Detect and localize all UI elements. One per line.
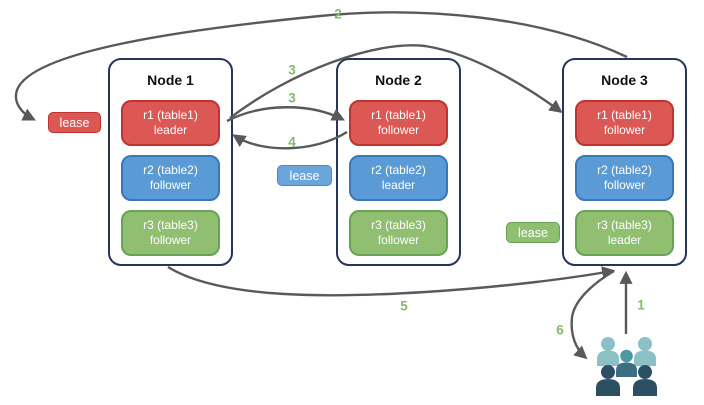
replica-role: follower — [603, 123, 646, 137]
lease-badge-blue: lease — [277, 165, 332, 186]
arrow-3-node1-to-node2 — [226, 106, 345, 123]
people-group-icon — [596, 337, 657, 396]
replica-name: r2 (table2) — [143, 162, 198, 177]
replica-name: r3 (table3) — [597, 217, 652, 232]
replica-role: follower — [377, 123, 420, 137]
node-2-replica-r1: r1 (table1) follower — [349, 100, 448, 146]
replica-name: r1 (table1) — [597, 107, 652, 122]
step-label-5: 5 — [400, 298, 408, 314]
step-label-1: 1 — [637, 297, 645, 313]
node-1-replica-r3: r3 (table3) follower — [121, 210, 220, 256]
replica-role: follower — [149, 233, 192, 247]
node-1: Node 1 r1 (table1) leader r2 (table2) fo… — [108, 58, 233, 266]
step-label-3a: 3 — [288, 62, 296, 78]
replica-name: r2 (table2) — [597, 162, 652, 177]
node-2-replica-r2: r2 (table2) leader — [349, 155, 448, 201]
node-1-replica-r2: r2 (table2) follower — [121, 155, 220, 201]
node-1-title: Node 1 — [147, 72, 194, 88]
replica-role: leader — [381, 178, 416, 192]
step-label-6: 6 — [556, 322, 564, 338]
node-3-replica-r1: r1 (table1) follower — [575, 100, 674, 146]
node-3-replica-r2: r2 (table2) follower — [575, 155, 674, 201]
replica-role: leader — [607, 233, 642, 247]
replica-role: leader — [153, 123, 188, 137]
replica-name: r1 (table1) — [143, 107, 198, 122]
node-1-replica-r1: r1 (table1) leader — [121, 100, 220, 146]
node-2: Node 2 r1 (table1) follower r2 (table2) … — [336, 58, 461, 266]
node-2-title: Node 2 — [375, 72, 422, 88]
node-3-title: Node 3 — [601, 72, 648, 88]
arrow-5-node1-to-node3 — [167, 265, 616, 297]
replica-name: r1 (table1) — [371, 107, 426, 122]
replica-name: r2 (table2) — [371, 162, 426, 177]
replica-role: follower — [603, 178, 646, 192]
lease-badge-red: lease — [48, 112, 101, 133]
node-3: Node 3 r1 (table1) follower r2 (table2) … — [562, 58, 687, 266]
lease-badge-green: lease — [506, 222, 560, 243]
replica-name: r3 (table3) — [143, 217, 198, 232]
step-label-3b: 3 — [288, 90, 296, 106]
replica-role: follower — [149, 178, 192, 192]
arrow-6-node3-to-clients — [570, 269, 615, 360]
node-2-replica-r3: r3 (table3) follower — [349, 210, 448, 256]
replica-name: r3 (table3) — [371, 217, 426, 232]
step-label-4: 4 — [288, 134, 296, 150]
step-label-2: 2 — [334, 6, 342, 22]
node-3-replica-r3: r3 (table3) leader — [575, 210, 674, 256]
replica-role: follower — [377, 233, 420, 247]
